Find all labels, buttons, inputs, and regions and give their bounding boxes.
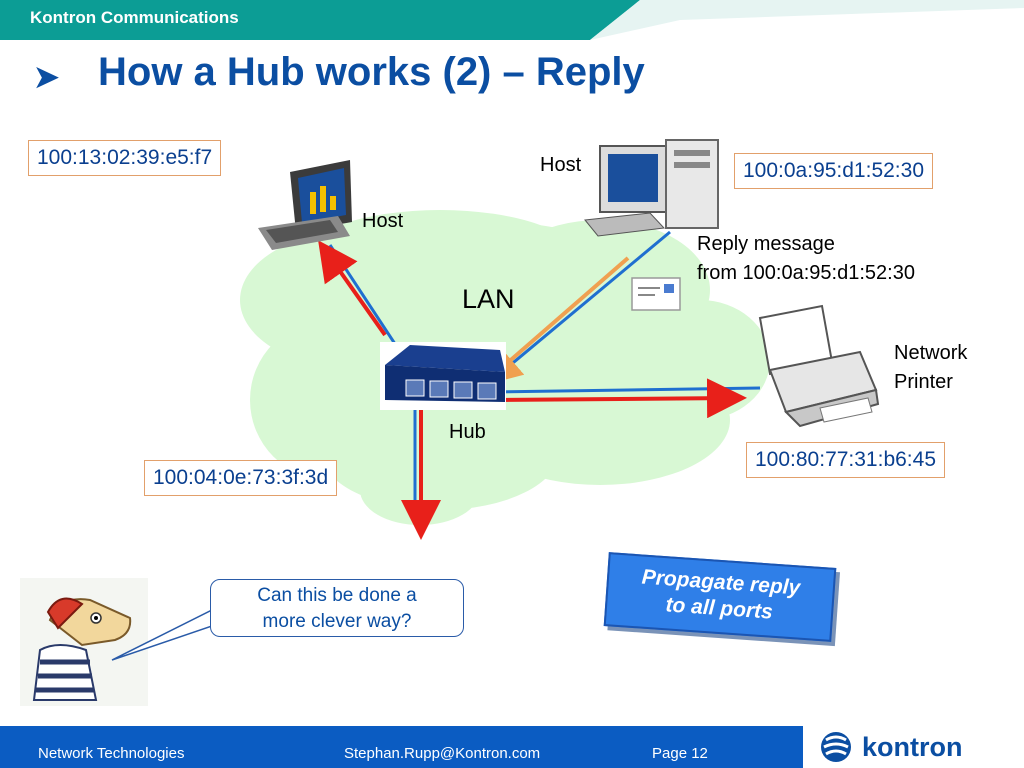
reply-arrow-laptop — [318, 240, 387, 337]
callout-line2: more clever way? — [262, 611, 412, 632]
laptop-host-label: Host — [362, 210, 404, 232]
hub-icon — [380, 342, 506, 410]
desktop-pc-icon — [584, 139, 719, 237]
laptop-mac-box: 100:13:02:39:e5:f7 — [28, 140, 222, 176]
printer-icon — [758, 304, 880, 428]
reply-message-line1: Reply message — [697, 233, 835, 255]
desktop-host-label: Host — [540, 154, 582, 176]
desktop-mac-box: 100:0a:95:d1:52:30 — [734, 153, 934, 189]
printer-label-line2: Printer — [894, 371, 953, 393]
incoming-arrow — [480, 256, 630, 386]
footer-topic: Network Technologies — [38, 745, 185, 762]
lan-label: LAN — [462, 284, 515, 314]
reply-message-line2: from 100:0a:95:d1:52:30 — [697, 262, 915, 284]
mascot-fox-icon — [20, 578, 148, 706]
port-mac-box: 100:04:0e:73:3f:3d — [144, 460, 338, 496]
footer-page-number: Page 12 — [652, 745, 708, 762]
hub-label: Hub — [449, 421, 486, 443]
propagate-note: Propagate reply to all ports — [603, 552, 837, 642]
footer-email: Stephan.Rupp@Kontron.com — [344, 745, 541, 762]
propagated-arrows — [318, 240, 747, 540]
header-band — [0, 0, 1024, 40]
kontron-logo-icon — [821, 732, 851, 762]
question-callout: Can this be done a more clever way? — [210, 579, 464, 637]
brand-name: Kontron Communications — [30, 8, 239, 27]
printer-mac-box: 100:80:77:31:b6:45 — [746, 442, 946, 478]
slide-title: How a Hub works (2) – Reply — [98, 50, 645, 94]
title-bullet-icon: ➤ — [34, 61, 60, 94]
envelope-icon — [631, 277, 681, 311]
kontron-logo-text: kontron — [862, 732, 963, 762]
printer-label-line1: Network — [894, 342, 968, 364]
callout-line1: Can this be done a — [257, 585, 417, 606]
laptop-icon — [258, 160, 352, 250]
reply-arrow-printer — [499, 378, 747, 419]
